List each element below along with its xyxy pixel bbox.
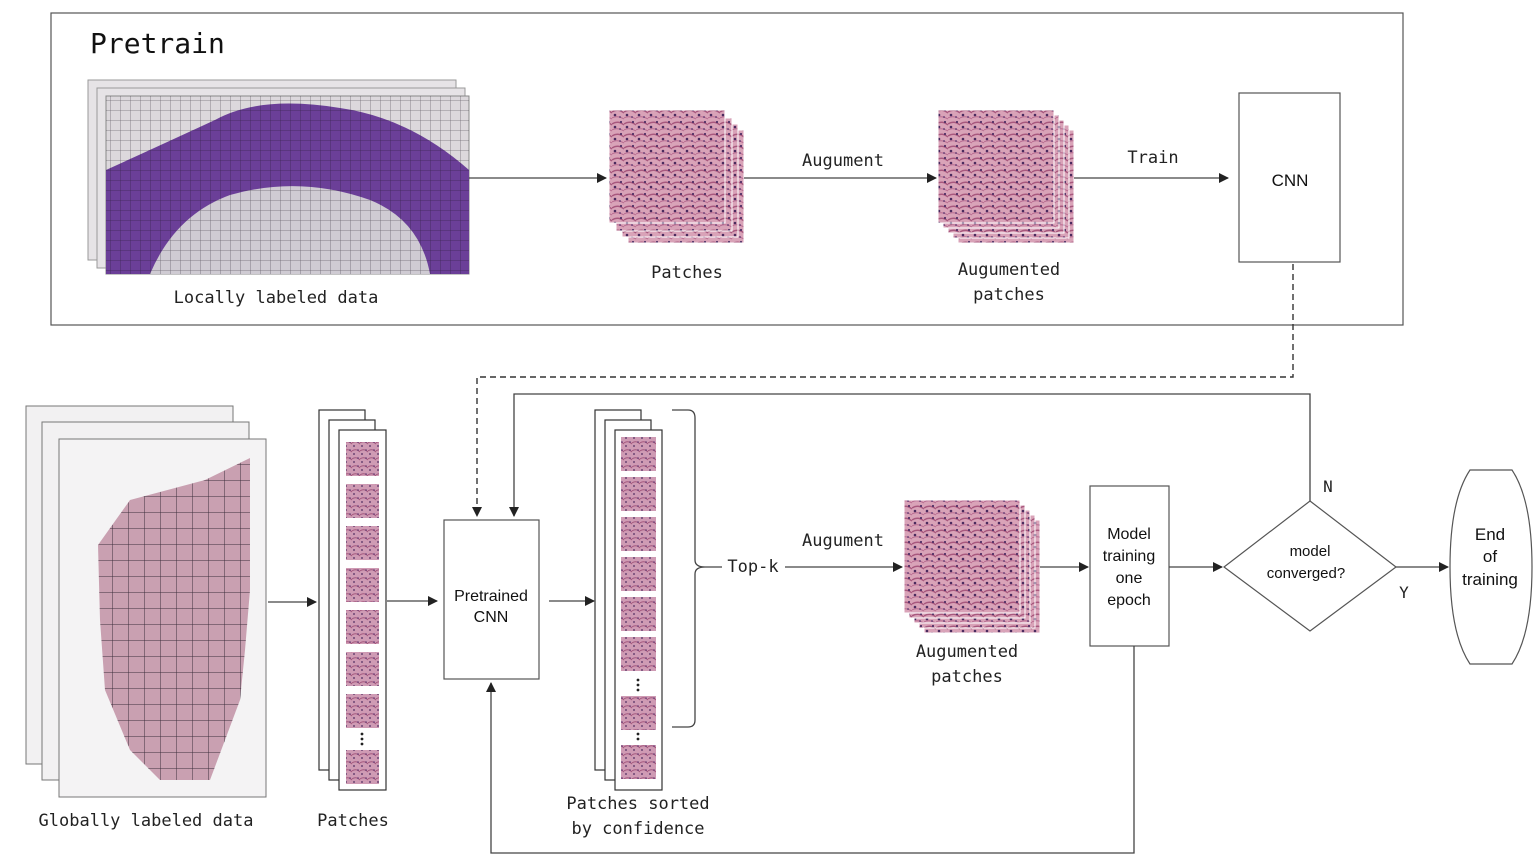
arrow-no-loop-to-pretrained <box>509 393 1311 517</box>
globally-labeled-data-label: Globally labeled data <box>39 811 254 831</box>
strip-patch <box>346 694 379 728</box>
ellipsis-dot <box>636 683 640 687</box>
locally-labeled-data-label: Locally labeled data <box>174 288 379 308</box>
ellipsis-dot <box>636 678 640 682</box>
sorted-label-2: by confidence <box>571 819 704 839</box>
main-augmented-label-2: patches <box>931 667 1003 687</box>
pretrained-cnn-label-1: Pretrained <box>454 588 528 605</box>
patch-strip-stack <box>318 409 387 791</box>
main-patches-label: Patches <box>317 811 389 831</box>
dashed-arrow-cnn-to-pretrained <box>472 264 1294 517</box>
model-training-box <box>1089 485 1170 647</box>
ellipsis-dot <box>360 742 364 746</box>
sorted-patch <box>621 637 656 671</box>
decision-label-2: converged? <box>1267 565 1345 582</box>
sorted-patch <box>621 557 656 591</box>
sorted-patch <box>621 437 656 471</box>
model-training-line-1: Model <box>1107 526 1151 543</box>
cnn-box <box>1238 92 1341 263</box>
main-augment-label: Augument <box>802 531 884 551</box>
sorted-patch <box>621 597 656 631</box>
end-label-2: of <box>1483 547 1497 566</box>
pretrain-augment-label: Augument <box>802 151 884 171</box>
strip-patch <box>346 526 379 560</box>
patch-layer-1 <box>608 109 726 224</box>
ellipsis-dot <box>636 688 640 692</box>
cnn-label: CNN <box>1272 171 1309 190</box>
pretrained-cnn-box <box>443 519 540 680</box>
train-label: Train <box>1127 148 1178 168</box>
model-training-line-2: training <box>1103 548 1155 565</box>
sorted-patch <box>621 477 656 511</box>
arrow-training-feedback-to-pretrained <box>486 646 1135 854</box>
ellipsis-dot <box>360 737 364 741</box>
pretrain-patch-stack <box>608 109 745 244</box>
patch-grid-overlay <box>106 96 469 274</box>
end-label-3: training <box>1462 570 1518 589</box>
sorted-patch <box>621 696 656 730</box>
pretrained-cnn-label-2: CNN <box>474 609 509 626</box>
globally-labeled-slide-stack <box>25 405 267 798</box>
main-augmented-label-1: Augumented <box>916 642 1018 662</box>
ellipsis-dot <box>360 732 364 736</box>
locally-labeled-slide-stack <box>87 79 470 275</box>
ellipsis-dot <box>636 732 640 736</box>
topk-brace <box>672 409 706 728</box>
strip-patch <box>346 750 379 784</box>
topk-label: Top-k <box>727 557 778 577</box>
pretrain-augmented-label-2: patches <box>973 285 1045 305</box>
yes-label: Y <box>1399 583 1409 602</box>
model-training-line-3: one <box>1116 570 1143 587</box>
strip-patch <box>346 610 379 644</box>
pretrain-title: Pretrain <box>90 27 225 60</box>
strip-patch <box>346 652 379 686</box>
main-aug-layer-1 <box>903 499 1021 614</box>
pretrain-augmented-label-1: Augumented <box>958 260 1060 280</box>
strip-patch <box>346 442 379 476</box>
sorted-patch <box>621 745 656 779</box>
sorted-patch-stack <box>594 409 663 791</box>
ellipsis-dot <box>636 737 640 741</box>
model-training-line-4: epoch <box>1107 592 1151 609</box>
decision-label-1: model <box>1290 543 1331 560</box>
no-label: N <box>1323 477 1333 496</box>
end-of-training-terminal <box>1449 469 1533 665</box>
global-patch-grid <box>98 458 250 780</box>
sorted-label-1: Patches sorted <box>566 794 709 814</box>
sorted-patch <box>621 517 656 551</box>
main-augmented-stack <box>903 499 1041 634</box>
aug-layer-1 <box>937 109 1055 224</box>
convergence-decision-diamond <box>1223 500 1397 632</box>
strip-patch <box>346 568 379 602</box>
strip-patch <box>346 484 379 518</box>
end-label-1: End <box>1475 525 1505 544</box>
pretrain-patches-label: Patches <box>651 263 723 283</box>
pretrain-augmented-stack <box>937 109 1075 244</box>
